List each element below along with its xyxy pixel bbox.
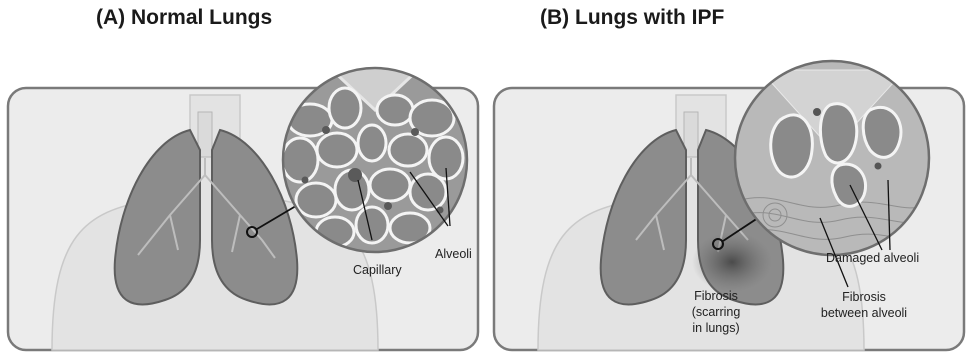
- fibrosis-between-label-2: between alveoli: [821, 306, 907, 320]
- fibrosis-area: [692, 232, 772, 292]
- fibrosis-between-label-1: Fibrosis: [842, 290, 886, 304]
- damaged-alveoli-label: Damaged alveoli: [826, 251, 919, 265]
- alveoli-label: Alveoli: [435, 247, 472, 261]
- fibrosis-lungs-label-2: (scarring: [692, 305, 741, 319]
- capillary-label: Capillary: [353, 263, 402, 277]
- fibrosis-lungs-label-1: Fibrosis: [694, 289, 738, 303]
- panel-a-alveoli-magnifier: [282, 68, 467, 252]
- fibrosis-lungs-label-3: in lungs): [692, 321, 739, 335]
